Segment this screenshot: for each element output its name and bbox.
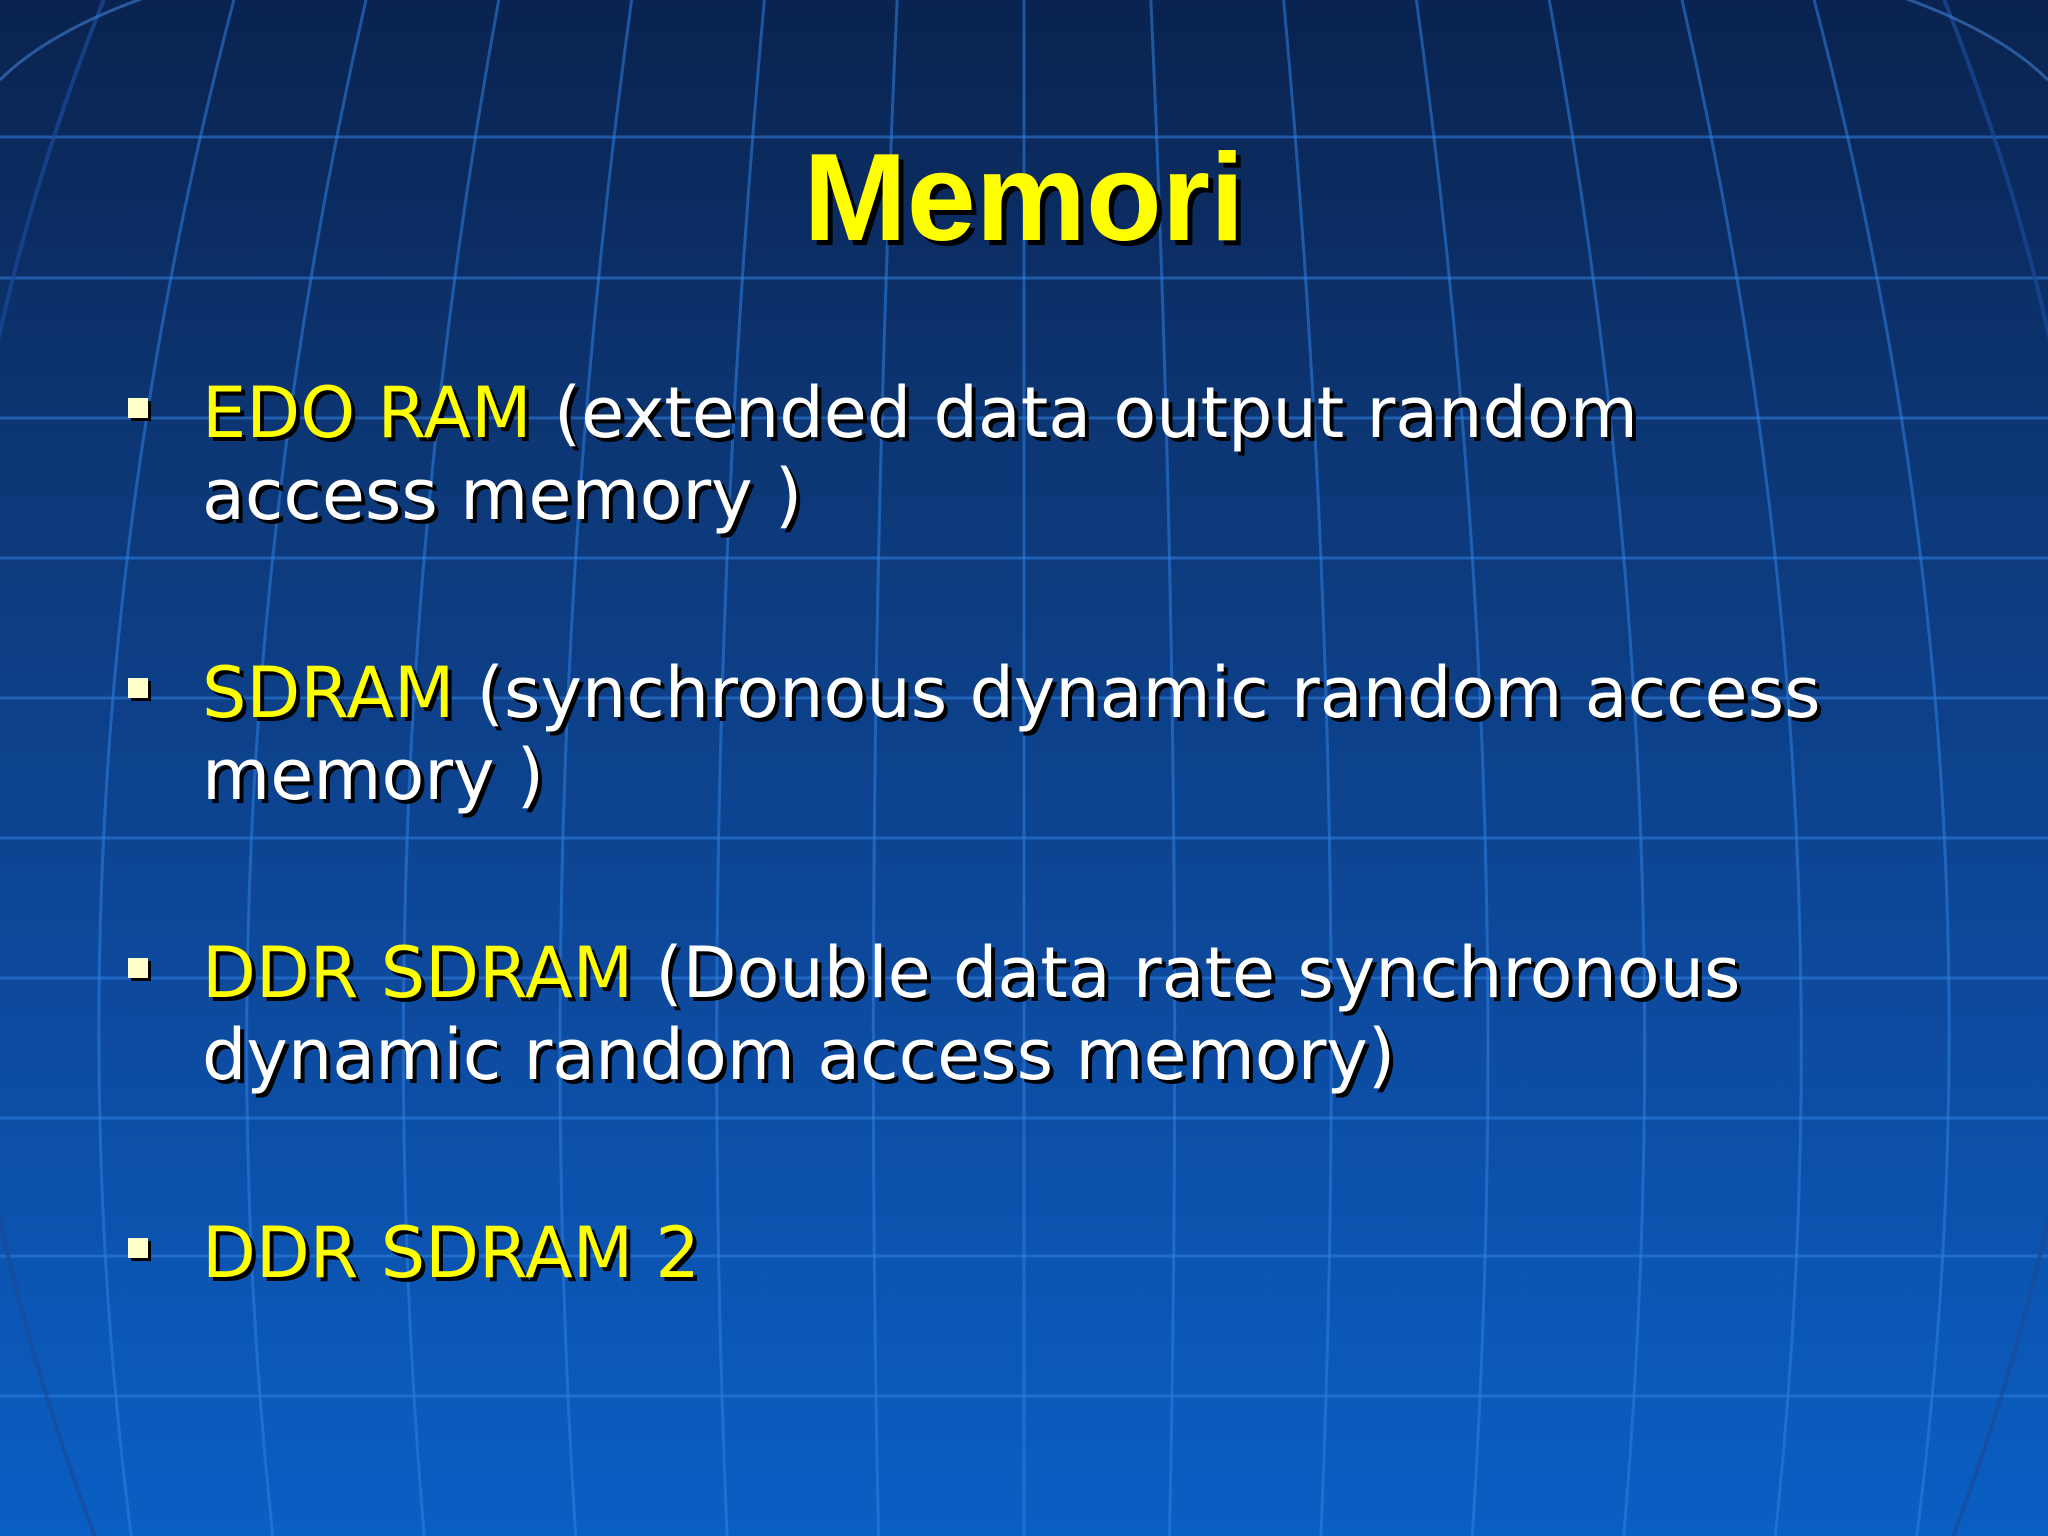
bullet-text: DDR SDRAM (Double data rate synchronous … (202, 932, 1882, 1096)
memory-term: DDR SDRAM (202, 932, 634, 1014)
slide-title: Memori (803, 129, 1245, 267)
square-bullet-icon (128, 678, 148, 698)
memory-term: SDRAM (202, 652, 455, 734)
square-bullet-icon (128, 398, 148, 418)
bullet-text: SDRAM (synchronous dynamic random access… (202, 652, 1882, 816)
bullet-text: DDR SDRAM 2 (202, 1212, 1882, 1294)
square-bullet-icon (128, 1238, 148, 1258)
bullet-text: EDO RAM (extended data output random acc… (202, 372, 1882, 536)
memory-term: EDO RAM (202, 372, 532, 454)
memory-description: (Double data rate synchronous dynamic ra… (202, 932, 1741, 1096)
memory-description: (synchronous dynamic random access memor… (202, 652, 1821, 816)
memory-description: (extended data output random access memo… (202, 372, 1638, 536)
memory-term: DDR SDRAM 2 (202, 1212, 700, 1294)
square-bullet-icon (128, 958, 148, 978)
